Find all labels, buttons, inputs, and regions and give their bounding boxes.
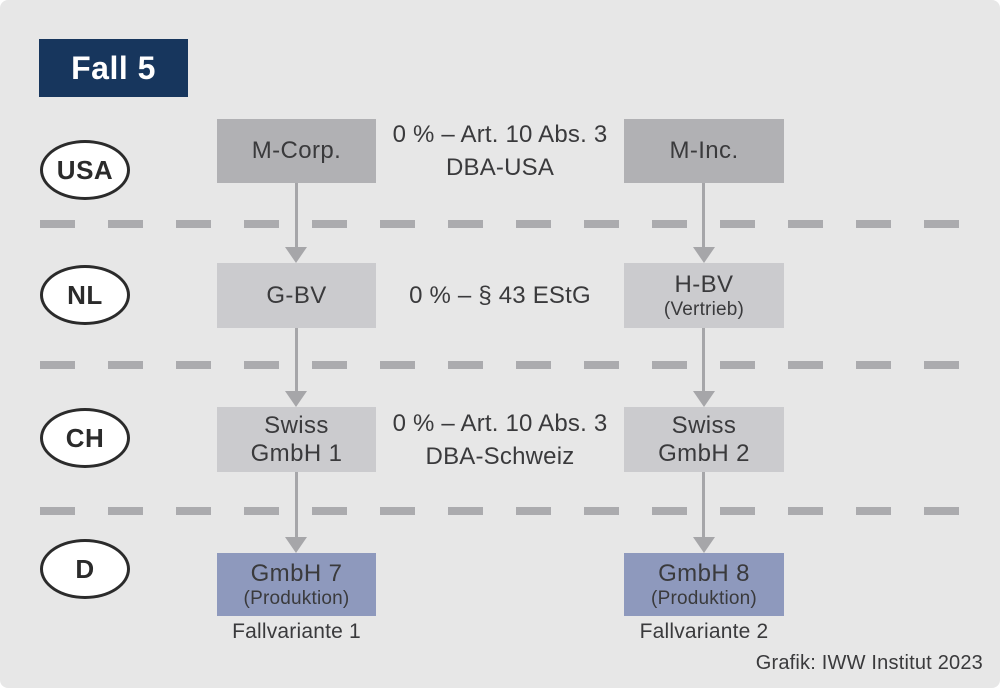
entity-sublabel: (Produktion) bbox=[651, 587, 757, 609]
entity-box-gmbh-8: GmbH 8 (Produktion) bbox=[624, 553, 784, 616]
entity-label: M-Corp. bbox=[251, 137, 342, 164]
tax-note-line: 0 % – Art. 10 Abs. 3 bbox=[392, 409, 608, 437]
graphic-credit: Grafik: IWW Institut 2023 bbox=[755, 652, 983, 674]
entity-label: Swiss bbox=[671, 411, 737, 439]
jurisdiction-label-ch: CH bbox=[65, 422, 105, 453]
arrow-shaft bbox=[702, 472, 705, 537]
arrow-head-icon bbox=[693, 537, 715, 553]
separator-usa-nl bbox=[40, 220, 962, 228]
entity-label: GmbH 7 bbox=[250, 559, 343, 587]
tax-note-line: 0 % – Art. 10 Abs. 3 bbox=[392, 121, 608, 148]
jurisdiction-label-usa: USA bbox=[56, 154, 114, 185]
entity-sublabel: (Vertrieb) bbox=[663, 298, 745, 320]
arrow-head-icon bbox=[285, 537, 307, 553]
arrow-shaft bbox=[702, 183, 705, 247]
entity-box-swiss-gmbh-2: Swiss GmbH 2 bbox=[624, 407, 784, 472]
tax-note-line: DBA-USA bbox=[445, 154, 555, 181]
arrow-shaft bbox=[295, 472, 298, 537]
separator-ch-d bbox=[40, 507, 962, 515]
arrow-shaft bbox=[702, 328, 705, 391]
jurisdiction-badge-usa: USA bbox=[40, 140, 130, 200]
separator-nl-ch bbox=[40, 361, 962, 369]
entity-label: M-Inc. bbox=[669, 137, 739, 164]
entity-box-h-bv: H-BV (Vertrieb) bbox=[624, 263, 784, 328]
entity-label: GmbH 8 bbox=[658, 559, 750, 587]
entity-label: H-BV bbox=[674, 270, 734, 298]
arrow-shaft bbox=[295, 183, 298, 247]
tax-note-ch-d: 0 % – Art. 10 Abs. 3 DBA-Schweiz bbox=[376, 407, 624, 472]
variant-caption-2: Fallvariante 2 bbox=[639, 620, 769, 643]
entity-box-g-bv: G-BV bbox=[217, 263, 376, 328]
jurisdiction-badge-ch: CH bbox=[40, 408, 130, 468]
arrow-head-icon bbox=[285, 247, 307, 263]
variant-caption-1: Fallvariante 1 bbox=[232, 620, 361, 643]
jurisdiction-badge-d: D bbox=[40, 539, 130, 599]
arrow-head-icon bbox=[693, 391, 715, 407]
entity-box-m-inc: M-Inc. bbox=[624, 119, 784, 183]
arrow-shaft bbox=[295, 328, 298, 391]
tax-note-usa-nl: 0 % – Art. 10 Abs. 3 DBA-USA bbox=[376, 119, 624, 183]
arrow-head-icon bbox=[693, 247, 715, 263]
entity-sublabel: (Produktion) bbox=[243, 587, 350, 609]
entity-label: Swiss bbox=[264, 411, 329, 439]
tax-note-line: 0 % – § 43 EStG bbox=[409, 281, 591, 309]
jurisdiction-label-d: D bbox=[75, 553, 95, 584]
tax-note-line: DBA-Schweiz bbox=[425, 442, 575, 470]
entity-box-m-corp: M-Corp. bbox=[217, 119, 376, 183]
entity-label: GmbH 2 bbox=[658, 439, 750, 467]
case-title-badge: Fall 5 bbox=[39, 39, 188, 97]
jurisdiction-badge-nl: NL bbox=[40, 265, 130, 325]
entity-label: G-BV bbox=[266, 281, 327, 309]
entity-box-swiss-gmbh-1: Swiss GmbH 1 bbox=[217, 407, 376, 472]
arrow-head-icon bbox=[285, 391, 307, 407]
jurisdiction-label-nl: NL bbox=[67, 279, 103, 310]
entity-label: GmbH 1 bbox=[250, 439, 343, 467]
entity-box-gmbh-7: GmbH 7 (Produktion) bbox=[217, 553, 376, 616]
tax-note-nl-ch: 0 % – § 43 EStG bbox=[376, 263, 624, 328]
